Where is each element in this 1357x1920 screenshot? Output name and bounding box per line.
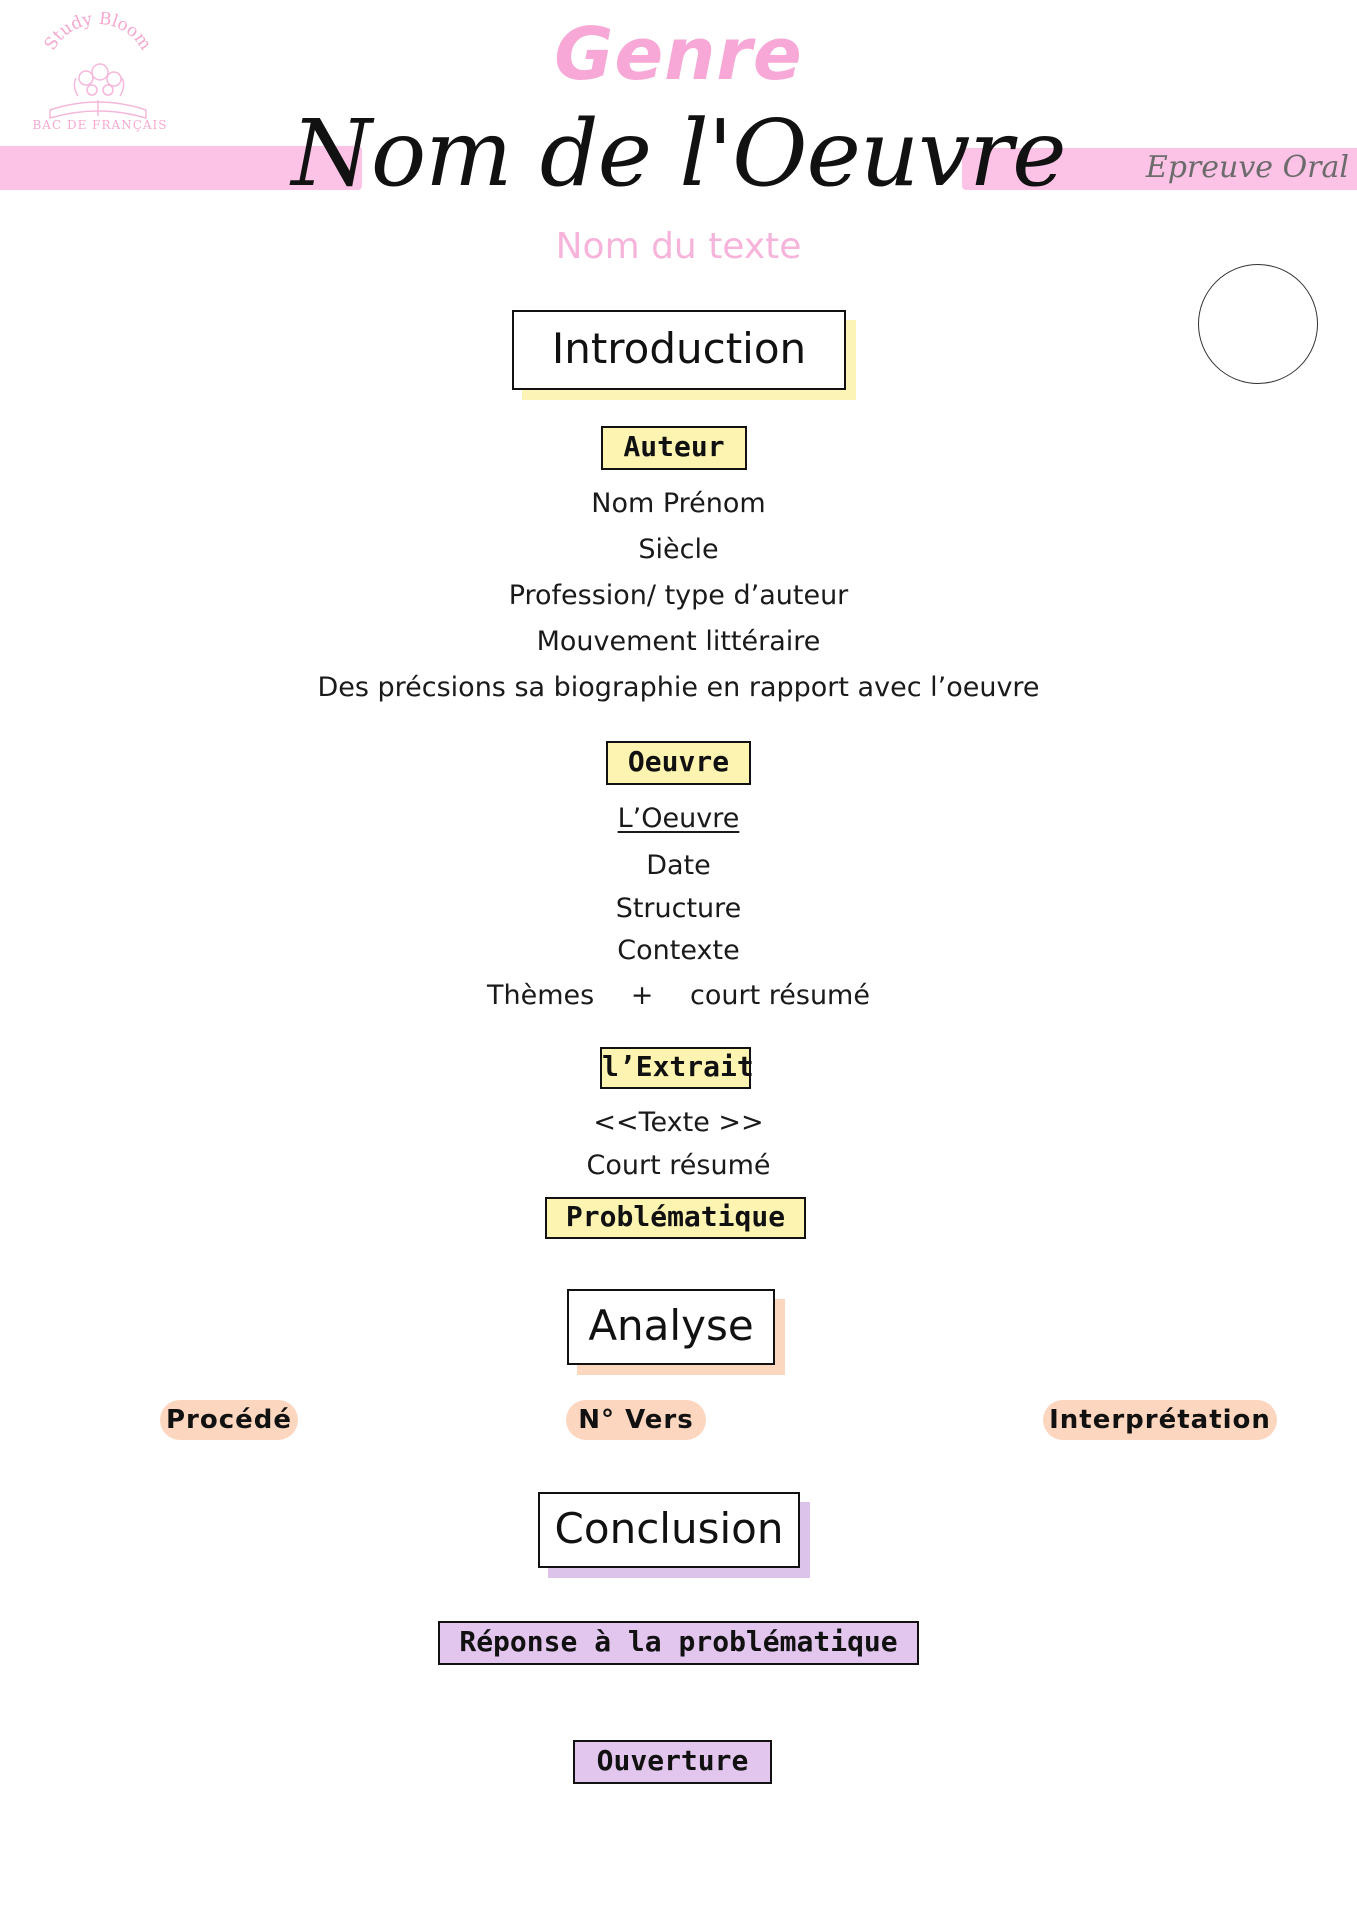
auteur-item: Profession/ type d’auteur bbox=[508, 580, 849, 611]
label-oeuvre: Oeuvre bbox=[606, 741, 751, 785]
themes-row: Thèmes + court résumé bbox=[0, 980, 1357, 1011]
header-bar-left bbox=[0, 146, 362, 190]
label-extrait: l’Extrait bbox=[600, 1047, 754, 1089]
section-title-introduction: Introduction bbox=[512, 310, 846, 390]
oeuvre-item: L’Oeuvre bbox=[0, 803, 1357, 834]
text-name: Nom du texte bbox=[555, 226, 802, 267]
auteur-item: Siècle bbox=[638, 534, 719, 565]
oeuvre-item: Contexte bbox=[617, 935, 740, 966]
extrait-item: <<Texte >> bbox=[593, 1107, 764, 1138]
pill-procede: Procédé bbox=[160, 1400, 298, 1440]
genre-title: Genre bbox=[554, 12, 803, 96]
label-ouverture: Ouverture bbox=[573, 1740, 772, 1784]
header-bar-right bbox=[962, 148, 1357, 190]
section-title-analyse: Analyse bbox=[567, 1289, 775, 1365]
label-problematique: Problématique bbox=[545, 1197, 806, 1239]
auteur-item: Nom Prénom bbox=[591, 488, 766, 519]
resume-label: court résumé bbox=[690, 980, 870, 1011]
section-title-conclusion: Conclusion bbox=[538, 1492, 800, 1568]
extrait-item: Court résumé bbox=[586, 1150, 771, 1181]
plus-sign: + bbox=[630, 980, 654, 1011]
study-bloom-logo: Study Bloom bbox=[41, 12, 155, 119]
pill-vers: N° Vers bbox=[566, 1400, 706, 1440]
oeuvre-item: Date bbox=[646, 850, 711, 881]
oeuvre-item: Structure bbox=[615, 893, 742, 924]
themes-label: Thèmes bbox=[487, 980, 595, 1011]
circle-placeholder bbox=[1198, 264, 1318, 384]
auteur-item: Mouvement littéraire bbox=[536, 626, 821, 657]
exam-label: Epreuve Oral bbox=[1145, 150, 1349, 185]
auteur-item: Des précsions sa biographie en rapport a… bbox=[317, 672, 1040, 703]
label-auteur: Auteur bbox=[601, 426, 747, 470]
oeuvre-item-text: L’Oeuvre bbox=[617, 803, 740, 834]
logo-subtitle: BAC DE FRANÇAIS bbox=[32, 118, 168, 132]
oeuvre-title: Nom de l'Oeuvre bbox=[291, 100, 1066, 207]
pill-interpretation: Interprétation bbox=[1043, 1400, 1277, 1440]
label-reponse: Réponse à la problématique bbox=[438, 1621, 919, 1665]
